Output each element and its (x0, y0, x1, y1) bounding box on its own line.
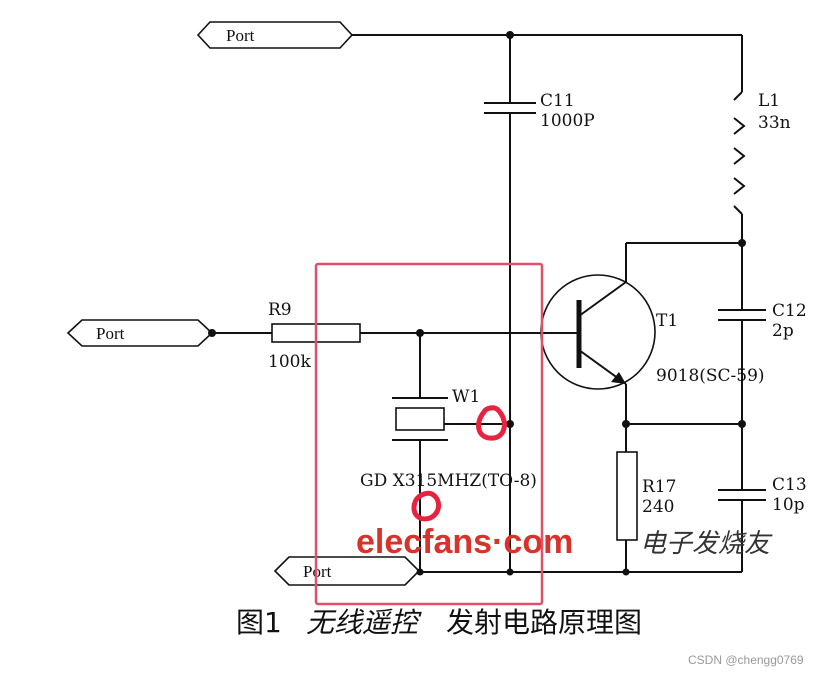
caption-rest: 发射电路原理图 (446, 606, 642, 639)
junction-bottom-c11 (506, 568, 514, 576)
watermark-cn: 电子发烧友 (640, 529, 773, 559)
c13-ref: C13 (772, 475, 807, 495)
r17-value: 240 (642, 497, 674, 517)
marker-w1-lead (411, 490, 441, 522)
r17-body (616, 451, 638, 541)
t1-emitter-arrow (611, 372, 626, 384)
t1-ref: T1 (656, 311, 678, 331)
watermark-site: elecfans·com (356, 523, 573, 561)
c12-value: 2p (772, 321, 794, 341)
r17-ref: R17 (642, 477, 676, 497)
caption-figure: 图1 (236, 606, 282, 639)
port-top-label: Port (226, 26, 255, 45)
figure-caption: 图1 无线遥控 发射电路原理图 (236, 606, 642, 639)
t1-collector-lead (578, 281, 627, 317)
junction-w1-case (506, 420, 514, 428)
l1-ref: L1 (758, 91, 780, 111)
junction-bottom-w1 (416, 568, 424, 576)
r9-value: 100k (268, 352, 311, 372)
t1-value: 9018(SC-59) (656, 366, 765, 386)
port-bottom (273, 556, 421, 586)
w1-ref: W1 (452, 387, 480, 407)
port-input-label: Port (96, 324, 125, 343)
port-top (196, 21, 354, 49)
credit-text: CSDN @chengg0769 (688, 653, 804, 667)
caption-italic: 无线遥控 (306, 606, 422, 639)
junction-emitter (622, 420, 630, 428)
junction-bottom-r17 (622, 568, 630, 576)
c11-value: 1000P (540, 111, 595, 131)
c12-ref: C12 (772, 301, 807, 321)
l1-value: 33n (758, 113, 791, 133)
highlight-box (314, 262, 544, 606)
marker-w1-case (476, 405, 507, 441)
w1-body (395, 407, 445, 431)
port-bottom-label: Port (303, 562, 332, 581)
c11-ref: C11 (540, 91, 575, 111)
l1-coil (733, 91, 746, 215)
w1-value: GD X315MHZ(TO-8) (360, 471, 537, 491)
r9-ref: R9 (268, 300, 292, 320)
c13-value: 10p (772, 495, 805, 515)
port-input (66, 319, 214, 347)
